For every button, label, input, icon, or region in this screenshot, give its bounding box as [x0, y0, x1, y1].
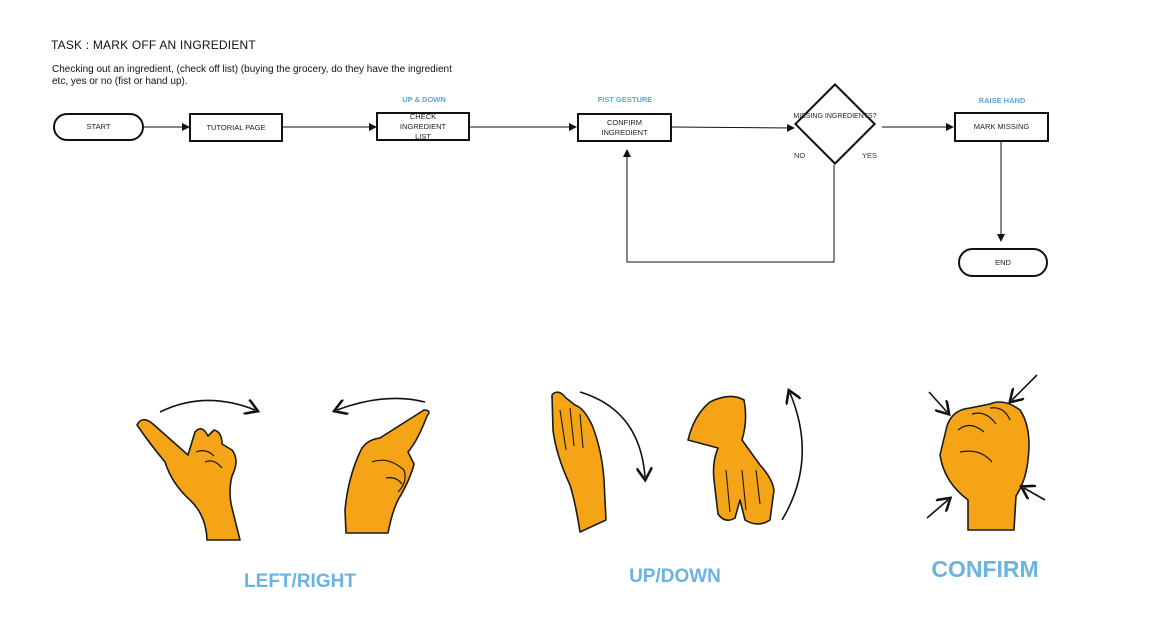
squeeze-arrow-ne-icon — [1012, 375, 1037, 400]
caption-left-right: LEFT/RIGHT — [230, 571, 370, 593]
squeeze-arrow-sw-icon — [927, 500, 948, 518]
hand-vertical-icon — [552, 392, 606, 532]
arc-arrow-left-icon — [337, 398, 425, 410]
caption-confirm: CONFIRM — [920, 556, 1050, 583]
caption-up-down: UP/DOWN — [615, 566, 735, 588]
arc-arrow-right-icon — [160, 400, 255, 412]
hand-left-icon — [137, 420, 240, 540]
hand-right-icon — [345, 410, 429, 533]
fist-icon — [940, 402, 1029, 530]
squeeze-arrow-se-icon — [1024, 488, 1045, 500]
arc-arrow-up-icon — [782, 393, 802, 520]
squeeze-arrow-nw-icon — [929, 392, 947, 412]
hand-drooping-icon — [688, 396, 774, 524]
